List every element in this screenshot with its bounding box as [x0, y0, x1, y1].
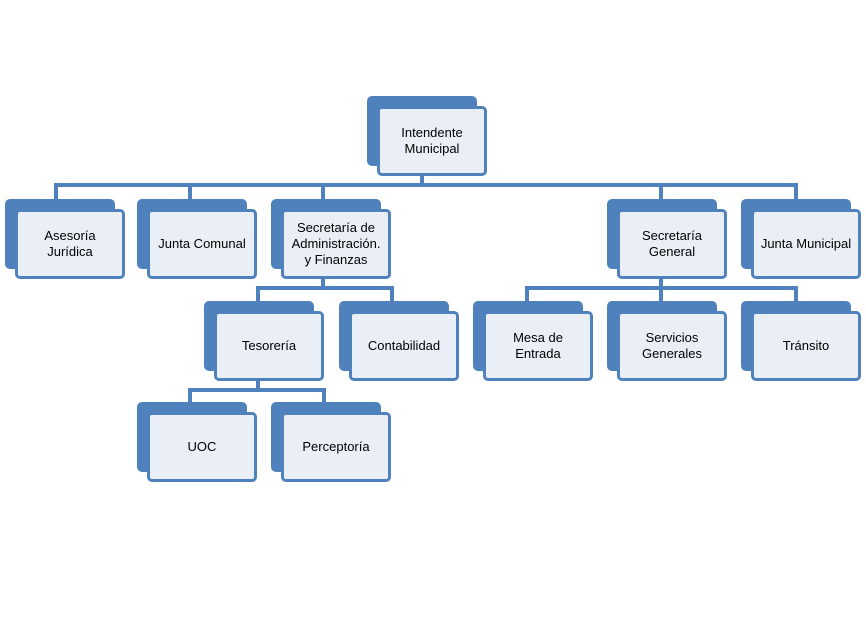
connector-sec-general: [659, 183, 663, 199]
connector-level1-bus: [54, 183, 798, 187]
connector-junta-comunal: [188, 183, 192, 199]
node-label: Junta Comunal: [158, 236, 246, 251]
connector-perceptoria: [322, 388, 326, 402]
node-label: Tesorería: [241, 338, 297, 353]
node-label: Junta Municipal: [760, 236, 852, 251]
connector-asesoria: [54, 183, 58, 199]
connector-contabilidad: [390, 286, 394, 301]
connector-tesoreria: [256, 286, 260, 301]
node-label: Secretaría General: [642, 228, 702, 259]
node-label: Tránsito: [782, 338, 830, 353]
connector-root-down: [420, 173, 424, 185]
node-label: UOC: [187, 439, 217, 454]
node-label: Contabilidad: [367, 338, 441, 353]
connector-junta-municipal: [794, 183, 798, 199]
connector-tesoreria-bus: [188, 388, 326, 392]
connector-general-down: [659, 276, 663, 288]
connector-admin-down: [321, 276, 325, 288]
node-label: Servicios Generales: [642, 330, 702, 361]
connector-servicios: [659, 286, 663, 301]
node-label: Perceptoría: [302, 439, 370, 454]
connector-tesoreria-down: [256, 378, 260, 390]
node-label: Secretaría de Administración. y Finanzas: [291, 220, 381, 267]
connector-sec-admin: [321, 183, 325, 199]
connector-uoc: [188, 388, 192, 402]
connector-transito: [794, 286, 798, 301]
connector-admin-bus: [256, 286, 394, 290]
node-label: Asesoría Jurídica: [44, 228, 96, 259]
node-label: Mesa de Entrada: [513, 330, 563, 361]
node-label: Intendente Municipal: [401, 125, 463, 156]
connector-mesa: [525, 286, 529, 301]
